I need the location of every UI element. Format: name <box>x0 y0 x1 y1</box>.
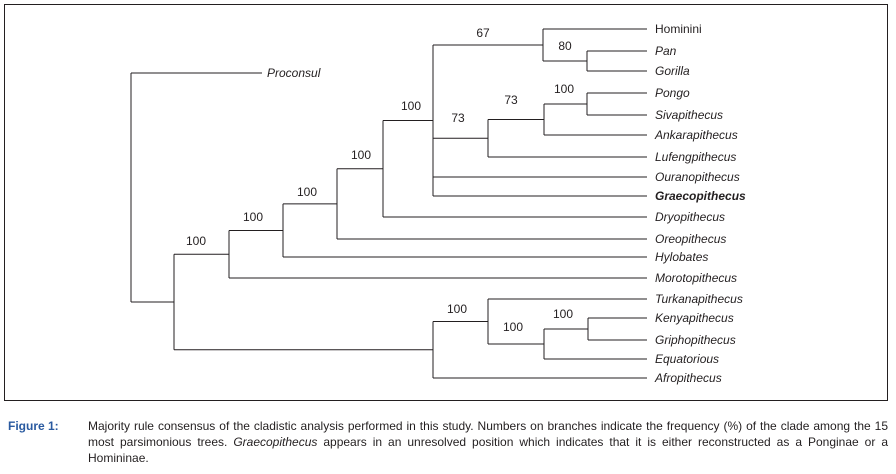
support-value-pongo-sivapithecus-ankarapithecus: 73 <box>504 93 518 107</box>
taxon-label-graecopithecus: Graecopithecus <box>655 189 746 203</box>
support-values: 67 80 100 73 73 100 100 100 100 100 100 100 100 <box>186 26 574 334</box>
taxon-label-kenyapithecus: Kenyapithecus <box>655 311 734 325</box>
taxon-label-lufengpithecus: Lufengpithecus <box>655 150 736 164</box>
taxon-labels: Proconsul HomininiPanGorillaPongoSivapith… <box>267 22 746 385</box>
taxon-label-afropithecus: Afropithecus <box>654 371 722 385</box>
support-value-kenyapithecine: 100 <box>503 320 523 334</box>
support-value-pongo-sivapithecus: 100 <box>554 82 574 96</box>
caption-text: Majority rule consensus of the cladistic… <box>88 418 888 466</box>
taxon-label-proconsul: Proconsul <box>267 66 321 80</box>
support-value-with-dryopithecus: 100 <box>351 148 371 162</box>
taxon-label-morotopithecus: Morotopithecus <box>655 271 737 285</box>
support-value-pongine: 73 <box>451 111 465 125</box>
taxon-label-griphopithecus: Griphopithecus <box>655 333 736 347</box>
caption-taxon-name: Graecopithecus <box>233 435 318 449</box>
tree-branches <box>130 28 647 379</box>
taxon-label-ankarapithecus: Ankarapithecus <box>654 128 738 142</box>
taxon-label-ouranopithecus: Ouranopithecus <box>655 170 740 184</box>
support-value-with-oreopithecus: 100 <box>297 185 317 199</box>
taxon-label-turkanapithecus: Turkanapithecus <box>655 292 743 306</box>
support-value-hominini-pan-gorilla: 67 <box>476 26 490 40</box>
taxon-label-gorilla: Gorilla <box>655 64 690 78</box>
cladogram: Proconsul HomininiPanGorillaPongoSivapith… <box>130 22 746 385</box>
support-value-with-hylobates: 100 <box>243 210 263 224</box>
caption-text-part: Majority rule consensus of the cladistic… <box>88 419 888 449</box>
support-value-kenyapithecus-griphopithecus: 100 <box>553 307 573 321</box>
caption-label: Figure 1: <box>8 419 59 433</box>
taxon-label-hominini: Hominini <box>655 22 702 36</box>
taxon-label-oreopithecus: Oreopithecus <box>655 232 726 246</box>
support-value-with-morotopithecus: 100 <box>186 234 206 248</box>
taxon-label-dryopithecus: Dryopithecus <box>655 210 725 224</box>
caption-text-part: appears in an unresolved position which … <box>88 435 888 465</box>
taxon-label-sivapithecus: Sivapithecus <box>655 108 723 122</box>
support-value-pan-gorilla: 80 <box>558 39 572 53</box>
taxon-label-pongo: Pongo <box>655 86 690 100</box>
support-value-afropithecine: 100 <box>447 302 467 316</box>
taxon-label-pan: Pan <box>655 44 677 58</box>
taxon-label-equatorious: Equatorious <box>655 352 719 366</box>
taxon-label-hylobates: Hylobates <box>655 250 708 264</box>
support-value-hominid: 100 <box>401 99 421 113</box>
